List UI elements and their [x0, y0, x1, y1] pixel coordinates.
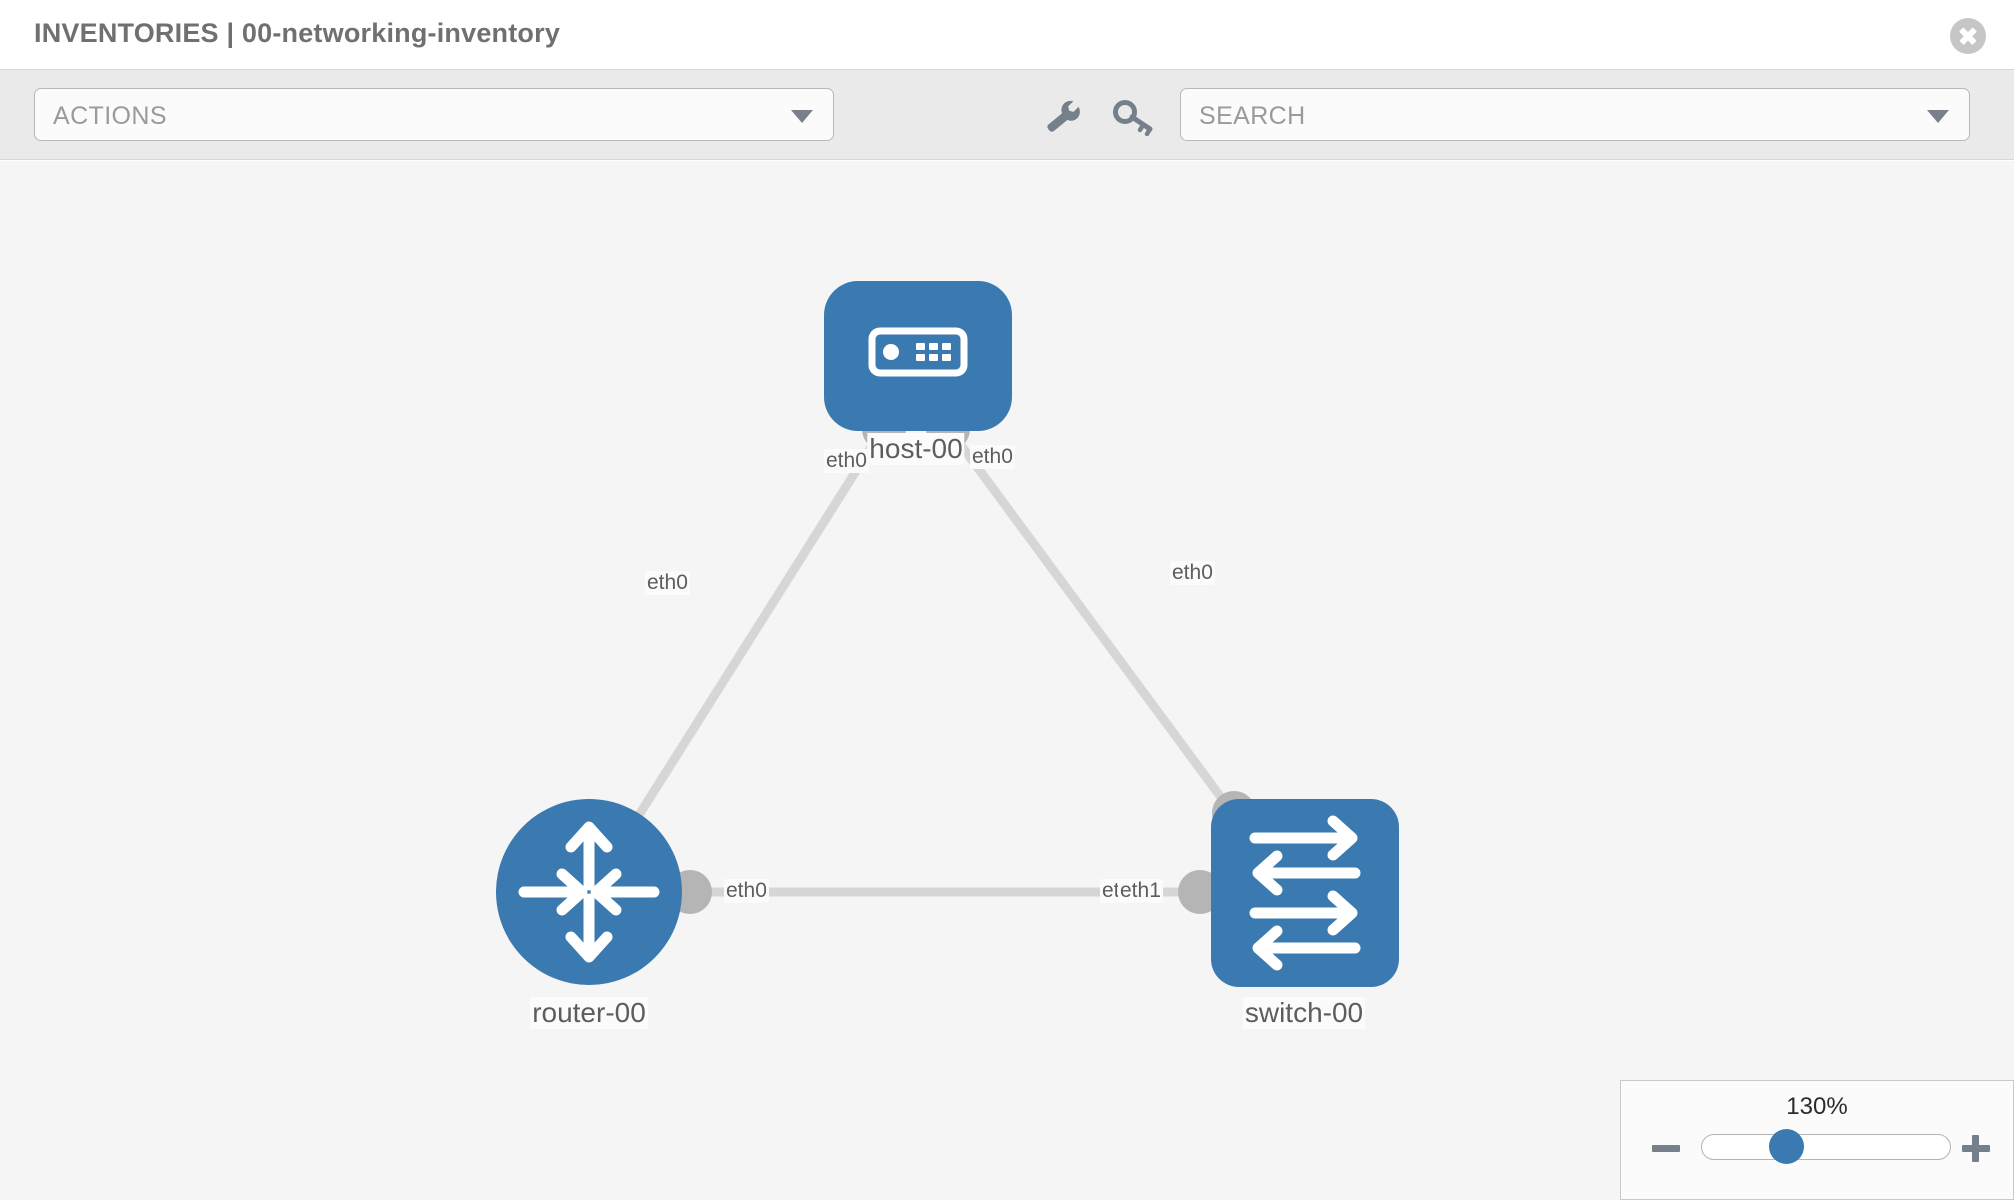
page-title: INVENTORIES | 00-networking-inventory	[34, 18, 561, 48]
zoom-slider-thumb[interactable]	[1769, 1129, 1804, 1164]
search-placeholder: SEARCH	[1199, 102, 1306, 130]
close-icon[interactable]	[1950, 18, 1986, 54]
switch-arrows-icon	[1249, 815, 1361, 971]
wrench-icon[interactable]	[1040, 98, 1086, 136]
topology-graph[interactable]	[0, 161, 2014, 1200]
edge-label-host-right: eth0	[970, 445, 1015, 469]
chevron-down-icon	[1927, 109, 1949, 123]
node-router-00-shape	[496, 799, 682, 985]
edge-label-router-north: eth0	[645, 571, 690, 595]
node-label-switch-00[interactable]: switch-00	[1242, 997, 1366, 1029]
topology-canvas[interactable]: host-00 router-00 switch-00 eth0 eth0 et…	[0, 161, 2014, 1200]
edge-label-switch-west: eth1	[1118, 879, 1163, 903]
zoom-level-label: 130%	[1786, 1093, 1848, 1120]
router-arrows-icon	[518, 821, 660, 963]
zoom-slider[interactable]	[1701, 1134, 1951, 1160]
toolbar: ACTIONS SEARCH	[0, 70, 2014, 160]
edge-label-router-east: eth0	[724, 879, 769, 903]
node-label-router-00[interactable]: router-00	[530, 997, 648, 1029]
node-switch-00	[1211, 799, 1399, 987]
chevron-down-icon	[791, 109, 813, 123]
plus-icon-stroke-v	[1972, 1135, 1979, 1162]
node-host-00	[824, 281, 1012, 431]
search-input[interactable]: SEARCH	[1180, 88, 1970, 141]
edge-host-router	[606, 430, 884, 864]
node-router-00	[496, 799, 682, 985]
server-icon	[868, 327, 968, 377]
topology-edges	[606, 430, 1272, 897]
edge-label-switch-north: eth0	[1170, 561, 1215, 585]
topology-interfaces	[668, 407, 1256, 914]
actions-dropdown[interactable]: ACTIONS	[34, 88, 834, 141]
minus-icon-stroke	[1652, 1145, 1680, 1152]
node-switch-00-shape	[1211, 799, 1399, 987]
key-icon[interactable]	[1110, 98, 1156, 137]
zoom-control: 130%	[1620, 1080, 2014, 1200]
actions-dropdown-label: ACTIONS	[53, 102, 167, 130]
plus-icon[interactable]	[1961, 1133, 1991, 1163]
edge-host-switch	[948, 430, 1272, 864]
edge-label-host-left: eth0	[824, 449, 869, 473]
page-header: INVENTORIES | 00-networking-inventory	[0, 0, 2014, 70]
node-label-host-00[interactable]: host-00	[867, 433, 965, 465]
minus-icon[interactable]	[1651, 1133, 1681, 1163]
